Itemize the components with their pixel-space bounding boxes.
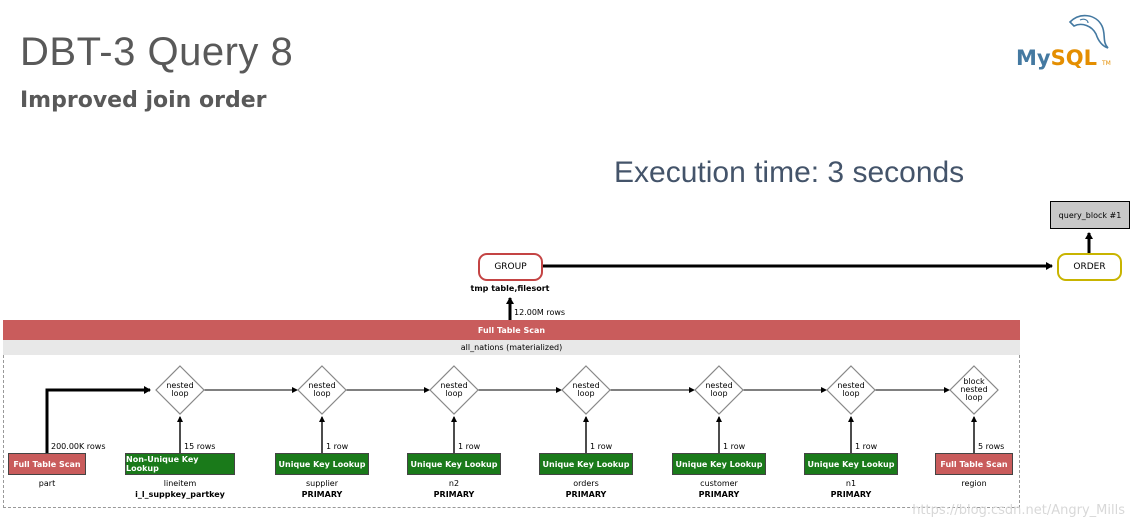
row-estimate: 1 row — [590, 442, 613, 451]
access-type-box: Unique Key Lookup — [804, 453, 898, 475]
row-estimate: 5 rows — [978, 442, 1005, 451]
logo-wordmark: MySQL — [1016, 46, 1097, 70]
group-note: tmp table,filesort — [470, 284, 550, 293]
key-name: PRIMARY — [433, 490, 475, 499]
access-type-box: Unique Key Lookup — [407, 453, 501, 475]
table-name: region — [961, 479, 987, 488]
table-name: customer — [700, 479, 738, 488]
access-type-box: Full Table Scan — [8, 453, 86, 475]
group-label: GROUP — [494, 262, 527, 272]
access-type-box: Full Table Scan — [935, 453, 1013, 475]
row-estimate: 200.00K rows — [51, 442, 106, 451]
group-node: GROUP — [478, 253, 543, 281]
table-name: orders — [573, 479, 599, 488]
materialized-name: all_nations (materialized) — [3, 340, 1020, 355]
materialized-header: Full Table Scan — [3, 320, 1020, 340]
dolphin-icon — [1068, 14, 1109, 49]
nested-loop-diamond — [297, 365, 347, 415]
nested-loop-diamond — [561, 365, 611, 415]
table-name: n1 — [845, 479, 857, 488]
slide-subtitle: Improved join order — [20, 88, 267, 113]
key-name: PRIMARY — [565, 490, 607, 499]
execution-time: Execution time: 3 seconds — [614, 156, 965, 189]
group-rows: 12.00M rows — [514, 308, 566, 317]
nested-loop-diamond — [949, 365, 999, 415]
access-type-box: Unique Key Lookup — [275, 453, 369, 475]
table-name: supplier — [305, 479, 339, 488]
part-to-loop-edge — [45, 386, 151, 453]
key-name: PRIMARY — [830, 490, 872, 499]
mysql-logo: MySQL TM — [1010, 8, 1120, 78]
key-name: PRIMARY — [698, 490, 740, 499]
key-name: PRIMARY — [301, 490, 343, 499]
access-type-box: Unique Key Lookup — [672, 453, 766, 475]
slide-title: DBT-3 Query 8 — [20, 30, 294, 74]
row-estimate: 1 row — [326, 442, 349, 451]
order-node: ORDER — [1057, 253, 1122, 281]
nested-loop-diamond — [694, 365, 744, 415]
order-label: ORDER — [1073, 262, 1106, 272]
logo-trademark: TM — [1102, 60, 1111, 67]
row-estimate: 1 row — [458, 442, 481, 451]
row-estimate: 1 row — [723, 442, 746, 451]
access-type-box: Unique Key Lookup — [539, 453, 633, 475]
query-block-node: query_block #1 — [1050, 201, 1130, 229]
table-name: n2 — [448, 479, 460, 488]
row-estimate: 1 row — [855, 442, 878, 451]
key-name: i_l_suppkey_partkey — [135, 490, 225, 499]
access-type-box: Non-Unique Key Lookup — [125, 453, 235, 475]
nested-loop-diamond — [155, 365, 205, 415]
watermark: https://blog.csdn.net/Angry_Mills — [912, 503, 1125, 518]
row-estimate: 15 rows — [184, 442, 216, 451]
nested-loop-diamond — [429, 365, 479, 415]
table-name: lineitem — [163, 479, 197, 488]
materialized-frame — [3, 355, 1020, 508]
nested-loop-diamond — [826, 365, 876, 415]
table-name: part — [38, 479, 56, 488]
